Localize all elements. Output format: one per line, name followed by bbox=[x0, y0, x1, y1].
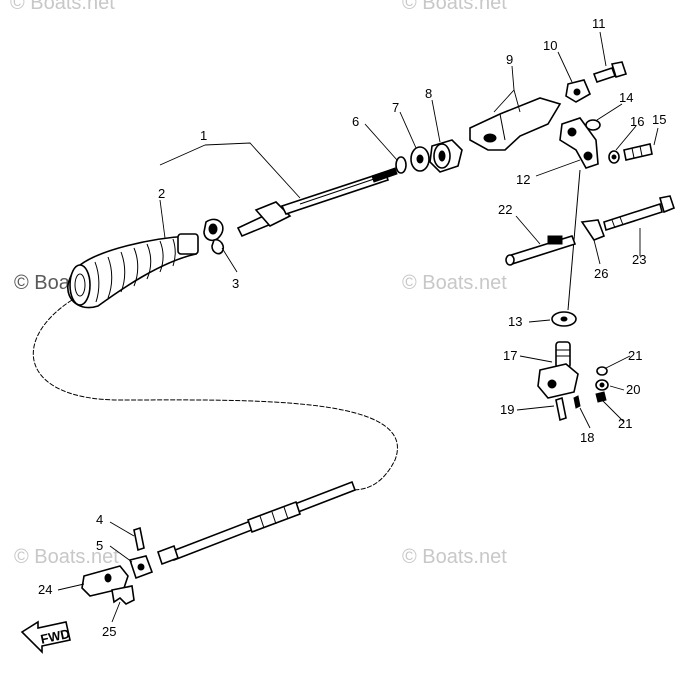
clip-part-26 bbox=[580, 219, 606, 241]
callout-10: 10 bbox=[543, 38, 557, 53]
cable-shaft-lower bbox=[156, 480, 357, 566]
callout-24: 24 bbox=[38, 582, 52, 597]
ring-part-6 bbox=[395, 156, 407, 174]
callout-26: 26 bbox=[594, 266, 608, 281]
cable-loop bbox=[32, 299, 398, 491]
clip-part-21-bottom bbox=[595, 391, 607, 403]
clip-part-3 bbox=[203, 218, 225, 255]
block-part-5 bbox=[128, 555, 154, 580]
rod-part-22 bbox=[505, 235, 577, 266]
pin-part-4 bbox=[133, 526, 145, 552]
clip-part-21-top bbox=[596, 366, 608, 376]
callout-7: 7 bbox=[392, 100, 399, 115]
callout-15: 15 bbox=[652, 112, 666, 127]
watermark-bottom-left: © Boats.net bbox=[14, 546, 119, 568]
callout-17: 17 bbox=[503, 348, 517, 363]
callout-23: 23 bbox=[632, 252, 646, 267]
callout-19: 19 bbox=[500, 402, 514, 417]
callout-18: 18 bbox=[580, 430, 594, 445]
callout-13: 13 bbox=[508, 314, 522, 329]
lever-part-12 bbox=[559, 117, 599, 311]
callout-4: 4 bbox=[96, 512, 103, 527]
callout-8: 8 bbox=[425, 86, 432, 101]
fwd-label: FWD bbox=[39, 626, 71, 647]
callout-5: 5 bbox=[96, 538, 103, 553]
callout-12: 12 bbox=[516, 172, 530, 187]
joint-part-17 bbox=[537, 341, 579, 399]
watermark-bottom-right: © Boats.net bbox=[402, 546, 507, 568]
watermark-mid-right: © Boats.net bbox=[402, 272, 507, 294]
callout-20: 20 bbox=[626, 382, 640, 397]
callout-25: 25 bbox=[102, 624, 116, 639]
fwd-arrow-icon: FWD bbox=[20, 620, 71, 654]
rubber-boot bbox=[67, 233, 199, 309]
callout-16: 16 bbox=[630, 114, 644, 129]
washer-part-13 bbox=[551, 311, 577, 327]
washer-part-14 bbox=[585, 119, 601, 131]
bolt-part-11 bbox=[592, 61, 628, 84]
pin-part-19 bbox=[555, 396, 567, 422]
watermark-top-left: © Boats.net bbox=[10, 0, 115, 14]
washer-part-16 bbox=[608, 150, 620, 164]
pin-part-18 bbox=[573, 395, 581, 409]
bolt-part-15 bbox=[623, 143, 653, 161]
nut-part-10 bbox=[565, 79, 592, 103]
callout-2: 2 bbox=[158, 186, 165, 201]
callout-9: 9 bbox=[506, 52, 513, 67]
callout-numbers: 1 2 3 6 7 8 9 10 11 14 16 15 12 22 26 23… bbox=[38, 16, 666, 639]
callout-3: 3 bbox=[232, 276, 239, 291]
bolt-part-23 bbox=[603, 195, 675, 232]
callout-21-top: 21 bbox=[628, 348, 642, 363]
callout-11: 11 bbox=[592, 16, 606, 31]
nut-part-8 bbox=[429, 139, 463, 173]
watermark-top-right: © Boats.net bbox=[402, 0, 507, 14]
leader-lines bbox=[57, 31, 659, 623]
bracket-part-9 bbox=[469, 97, 562, 151]
callout-6: 6 bbox=[352, 114, 359, 129]
spacer-part-20 bbox=[595, 379, 609, 391]
washer-part-7 bbox=[410, 146, 430, 172]
callout-22: 22 bbox=[498, 202, 512, 217]
callout-21-bottom: 21 bbox=[618, 416, 632, 431]
callout-1: 1 bbox=[200, 128, 207, 143]
clip-part-25 bbox=[111, 585, 135, 605]
cable-shaft-upper bbox=[236, 167, 398, 238]
callout-14: 14 bbox=[619, 90, 633, 105]
